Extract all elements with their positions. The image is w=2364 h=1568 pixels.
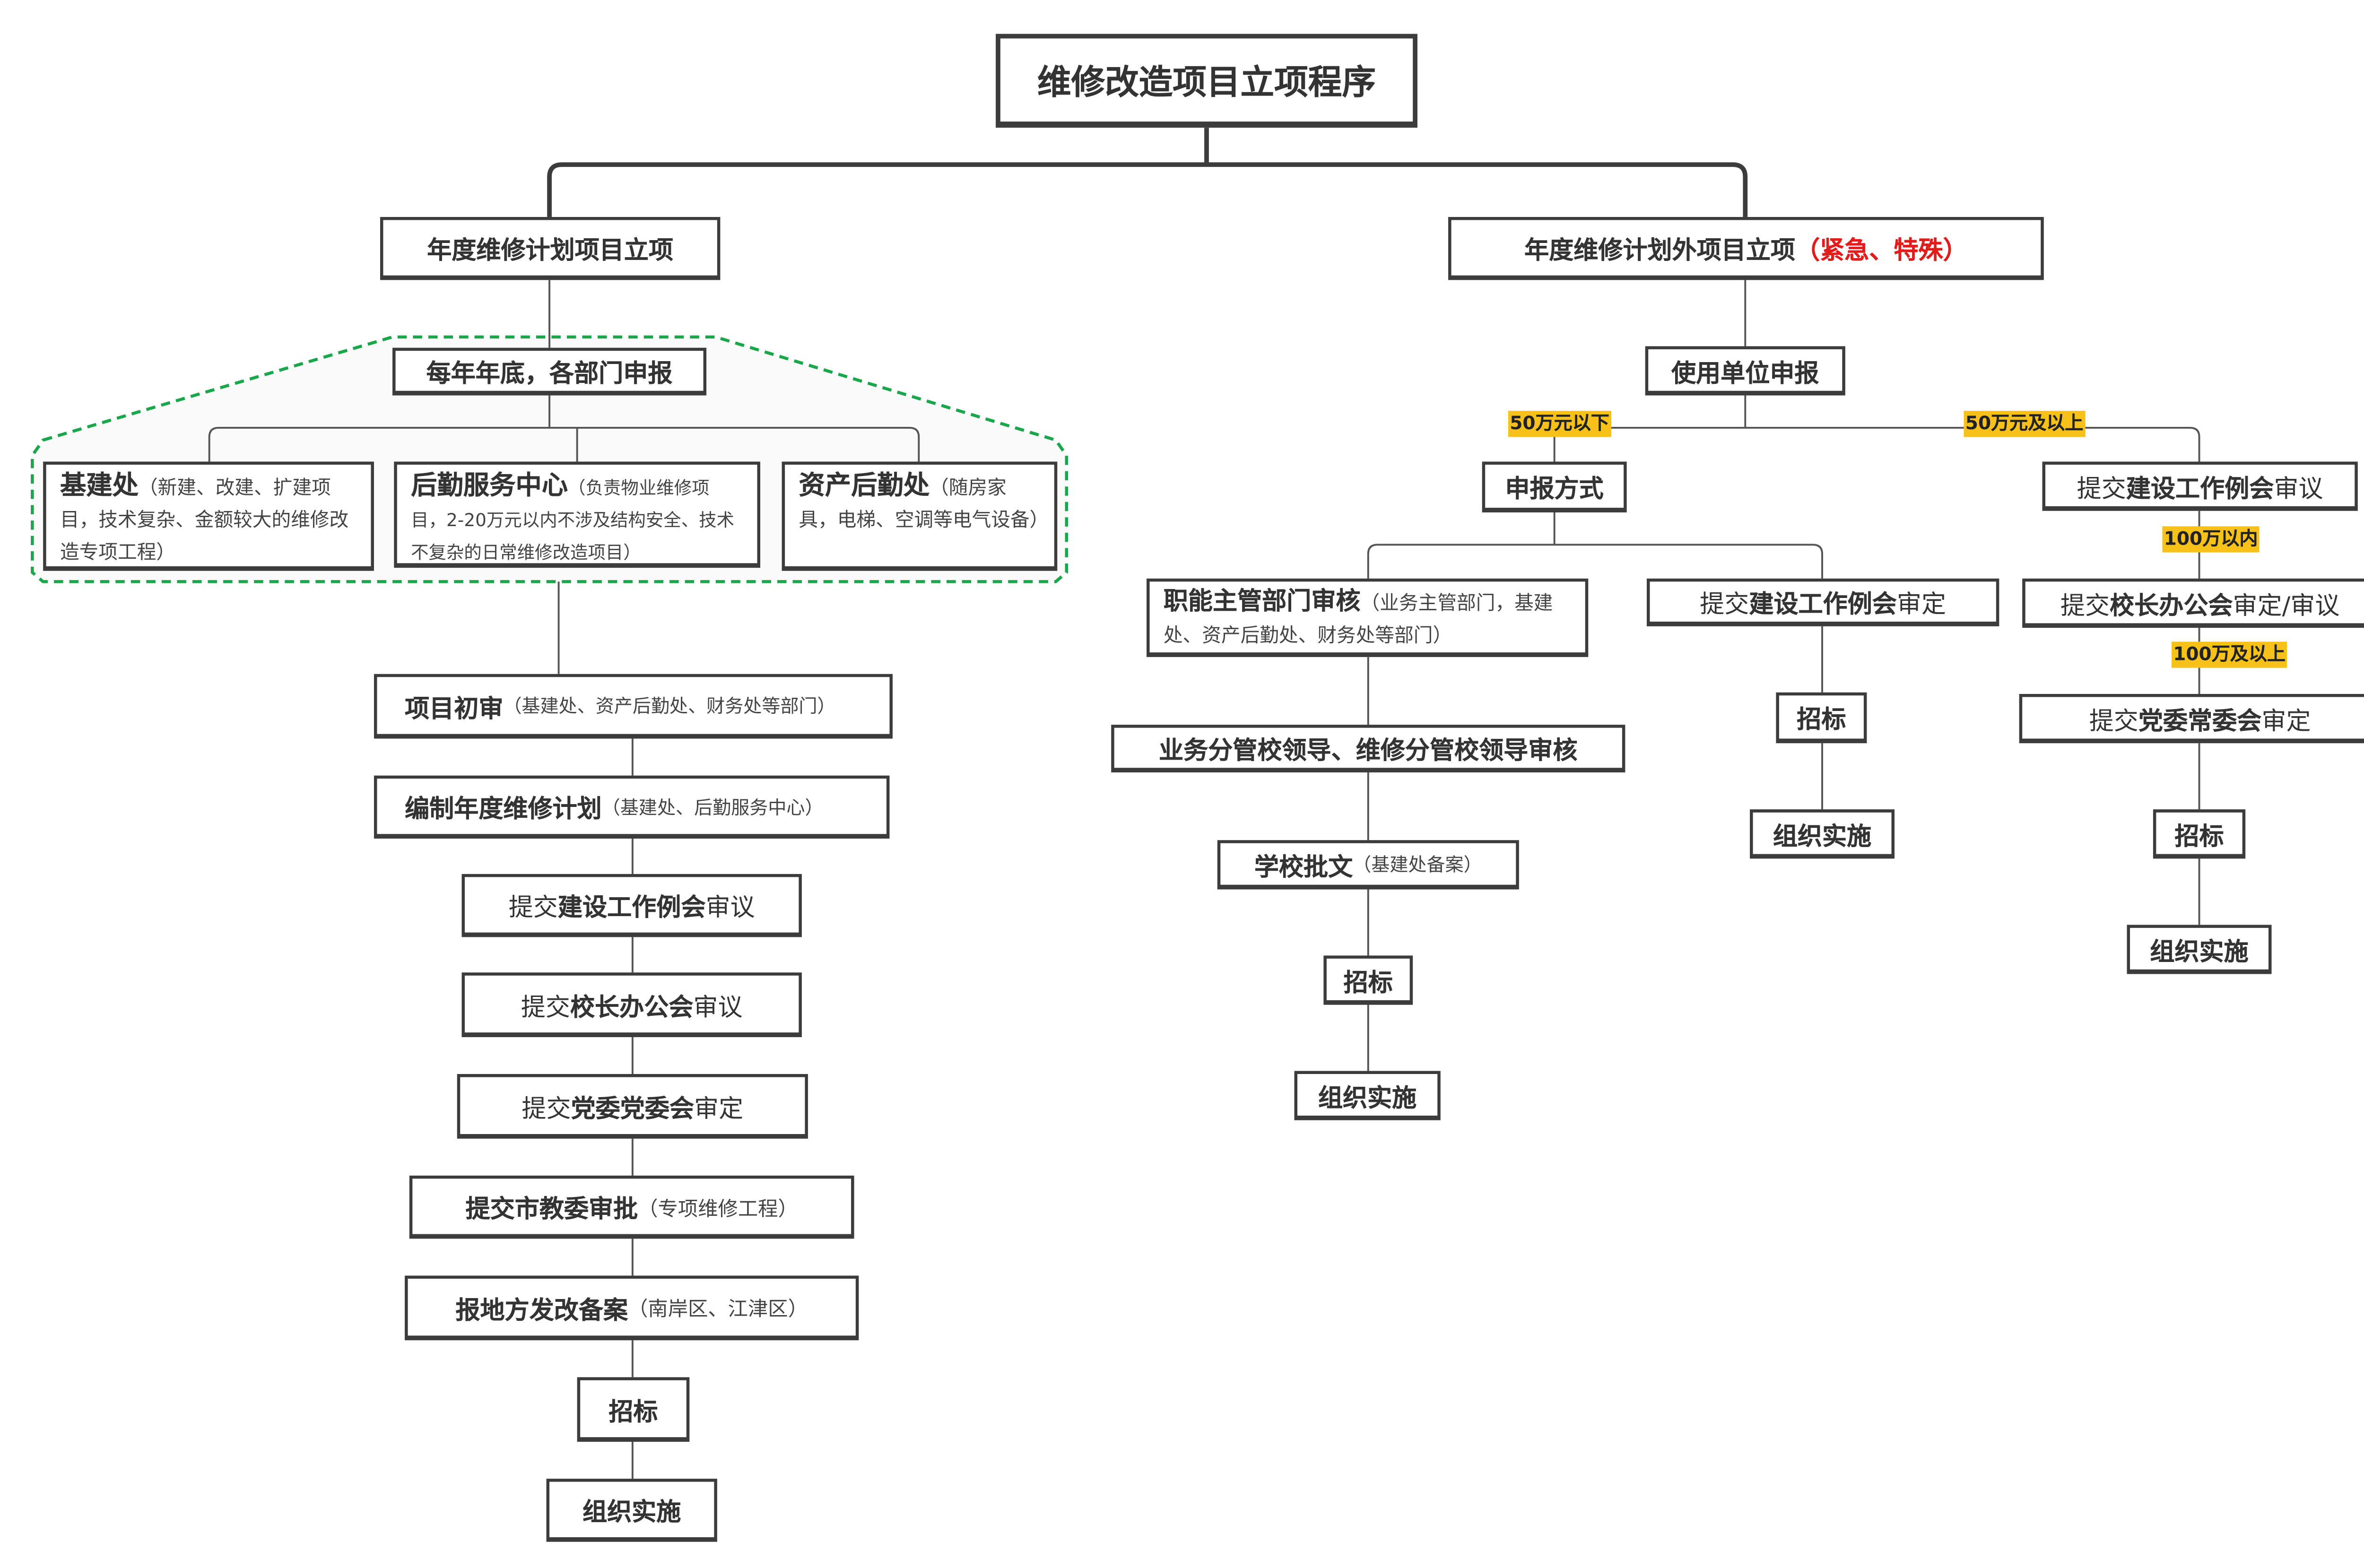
dept-name: 基建处 [60, 471, 139, 502]
branch-c-president-meeting: 提交校长办公会审定/审议 [2022, 578, 2364, 628]
branch-a-implement: 组织实施 [1294, 1071, 1441, 1120]
branch-c-implement: 组织实施 [2127, 925, 2272, 974]
step-note: （业务主管部门，基建处、资产后勤处、财务处等部门） [1163, 590, 1553, 647]
step-label: 学校批文 [1254, 851, 1353, 881]
step-implement: 组织实施 [546, 1479, 717, 1542]
step-suffix: 审定 [2261, 705, 2311, 735]
branch-b-bidding: 招标 [1776, 692, 1867, 744]
branch-b-implement: 组织实施 [1750, 809, 1895, 859]
step-label: 编制年度维修计划 [405, 794, 602, 823]
functional-dept-review: 职能主管部门审核（业务主管部门，基建处、资产后勤处、财务处等部门） [1147, 578, 1589, 657]
urgent-note: （紧急、特殊） [1795, 235, 1968, 265]
step-note: （基建处、资产后勤处、财务处等部门） [503, 695, 836, 717]
step-suffix: 审议 [2274, 473, 2323, 502]
top-connector [547, 128, 1748, 217]
step-prefix: 提交 [521, 1093, 571, 1123]
step-label: 校长办公会 [2110, 590, 2233, 620]
unplanned-header-label: 年度维修计划外项目立项 [1524, 235, 1796, 265]
step-label: 报地方发改备案 [455, 1295, 628, 1325]
step-suffix: 审议 [705, 892, 755, 922]
step-initial-review: 项目初审（基建处、资产后勤处、财务处等部门） [374, 674, 893, 739]
step-label: 建设工作例会 [557, 892, 706, 922]
dept-note: （新建、改建、扩建项目，技术复杂、金额较大的维修改造专项工程） [60, 475, 349, 563]
tag-within-1m: 100万以内 [2162, 526, 2260, 553]
tag-above-1m: 100万及以上 [2171, 641, 2287, 668]
dept-submission-box: 每年年底，各部门申报 [392, 347, 707, 396]
step-note: （南岸区、江津区） [628, 1299, 808, 1322]
step-prefix: 提交 [2089, 705, 2138, 735]
step-label: 校长办公会 [570, 991, 694, 1021]
branch-c-bidding: 招标 [2153, 809, 2246, 859]
branch-c-construction-meeting: 提交建设工作例会审议 [2042, 461, 2358, 511]
branch-c-party-committee: 提交党委常委会审定 [2019, 694, 2364, 744]
step-label: 建设工作例会 [1749, 589, 1897, 619]
branch-b-construction-meeting: 提交建设工作例会审定 [1646, 578, 1999, 626]
step-label: 项目初审 [405, 693, 504, 723]
tag-above-500k: 50万元及以上 [1964, 411, 2085, 437]
dept-zichan-houqin: 资产后勤处（随房家具，电梯、空调等电气设备） [782, 461, 1058, 571]
step-compile-plan: 编制年度维修计划（基建处、后勤服务中心） [374, 775, 890, 839]
step-label: 党委党委会 [571, 1093, 695, 1123]
dept-jijianchu: 基建处（新建、改建、扩建项目，技术复杂、金额较大的维修改造专项工程） [43, 461, 374, 571]
step-suffix: 审定 [694, 1093, 744, 1123]
step-local-filing: 报地方发改备案（南岸区、江津区） [405, 1275, 859, 1341]
application-method: 申报方式 [1482, 461, 1627, 512]
step-prefix: 提交 [2060, 590, 2110, 620]
step-label: 提交市教委审批 [465, 1194, 638, 1223]
step-note: （专项维修工程） [638, 1198, 798, 1221]
step-construction-meeting: 提交建设工作例会审议 [461, 874, 802, 937]
dept-note: （负责物业维修项目，2-20万元以内不涉及结构安全、技术不复杂的日常维修改造项目… [411, 477, 735, 563]
step-prefix: 提交 [521, 991, 570, 1021]
dept-note: （随房家具，电梯、空调等电气设备） [799, 475, 1049, 531]
unplanned-header: 年度维修计划外项目立项（紧急、特殊） [1448, 217, 2044, 280]
step-label: 建设工作例会 [2126, 473, 2274, 502]
step-suffix: 审定/审议 [2233, 590, 2340, 620]
step-suffix: 审定 [1896, 589, 1947, 619]
step-label: 职能主管部门审核 [1163, 586, 1361, 616]
step-party-committee: 提交党委党委会审定 [457, 1074, 808, 1139]
step-president-meeting: 提交校长办公会审议 [461, 972, 802, 1037]
step-suffix: 审议 [693, 991, 743, 1021]
step-education-commission: 提交市教委审批（专项维修工程） [409, 1175, 854, 1239]
school-approval: 学校批文（基建处备案） [1217, 840, 1519, 890]
step-prefix: 提交 [1700, 589, 1749, 619]
dept-name: 资产后勤处 [799, 471, 930, 502]
branch-a-bidding: 招标 [1323, 955, 1413, 1005]
step-prefix: 提交 [2077, 473, 2126, 502]
dept-houqin-center: 后勤服务中心（负责物业维修项目，2-20万元以内不涉及结构安全、技术不复杂的日常… [394, 461, 761, 568]
step-note: （基建处备案） [1353, 854, 1482, 876]
page-title: 维修改造项目立项程序 [996, 34, 1417, 128]
dept-name: 后勤服务中心 [411, 471, 568, 502]
leader-review: 业务分管校领导、维修分管校领导审核 [1111, 725, 1625, 773]
tag-below-500k: 50万元以下 [1508, 411, 1611, 437]
step-note: （基建处、后勤服务中心） [601, 796, 824, 818]
unit-application: 使用单位申报 [1645, 346, 1845, 396]
step-bidding: 招标 [577, 1377, 690, 1442]
annual-plan-header: 年度维修计划项目立项 [380, 217, 721, 280]
step-prefix: 提交 [508, 892, 558, 922]
step-label: 党委常委会 [2138, 705, 2262, 735]
